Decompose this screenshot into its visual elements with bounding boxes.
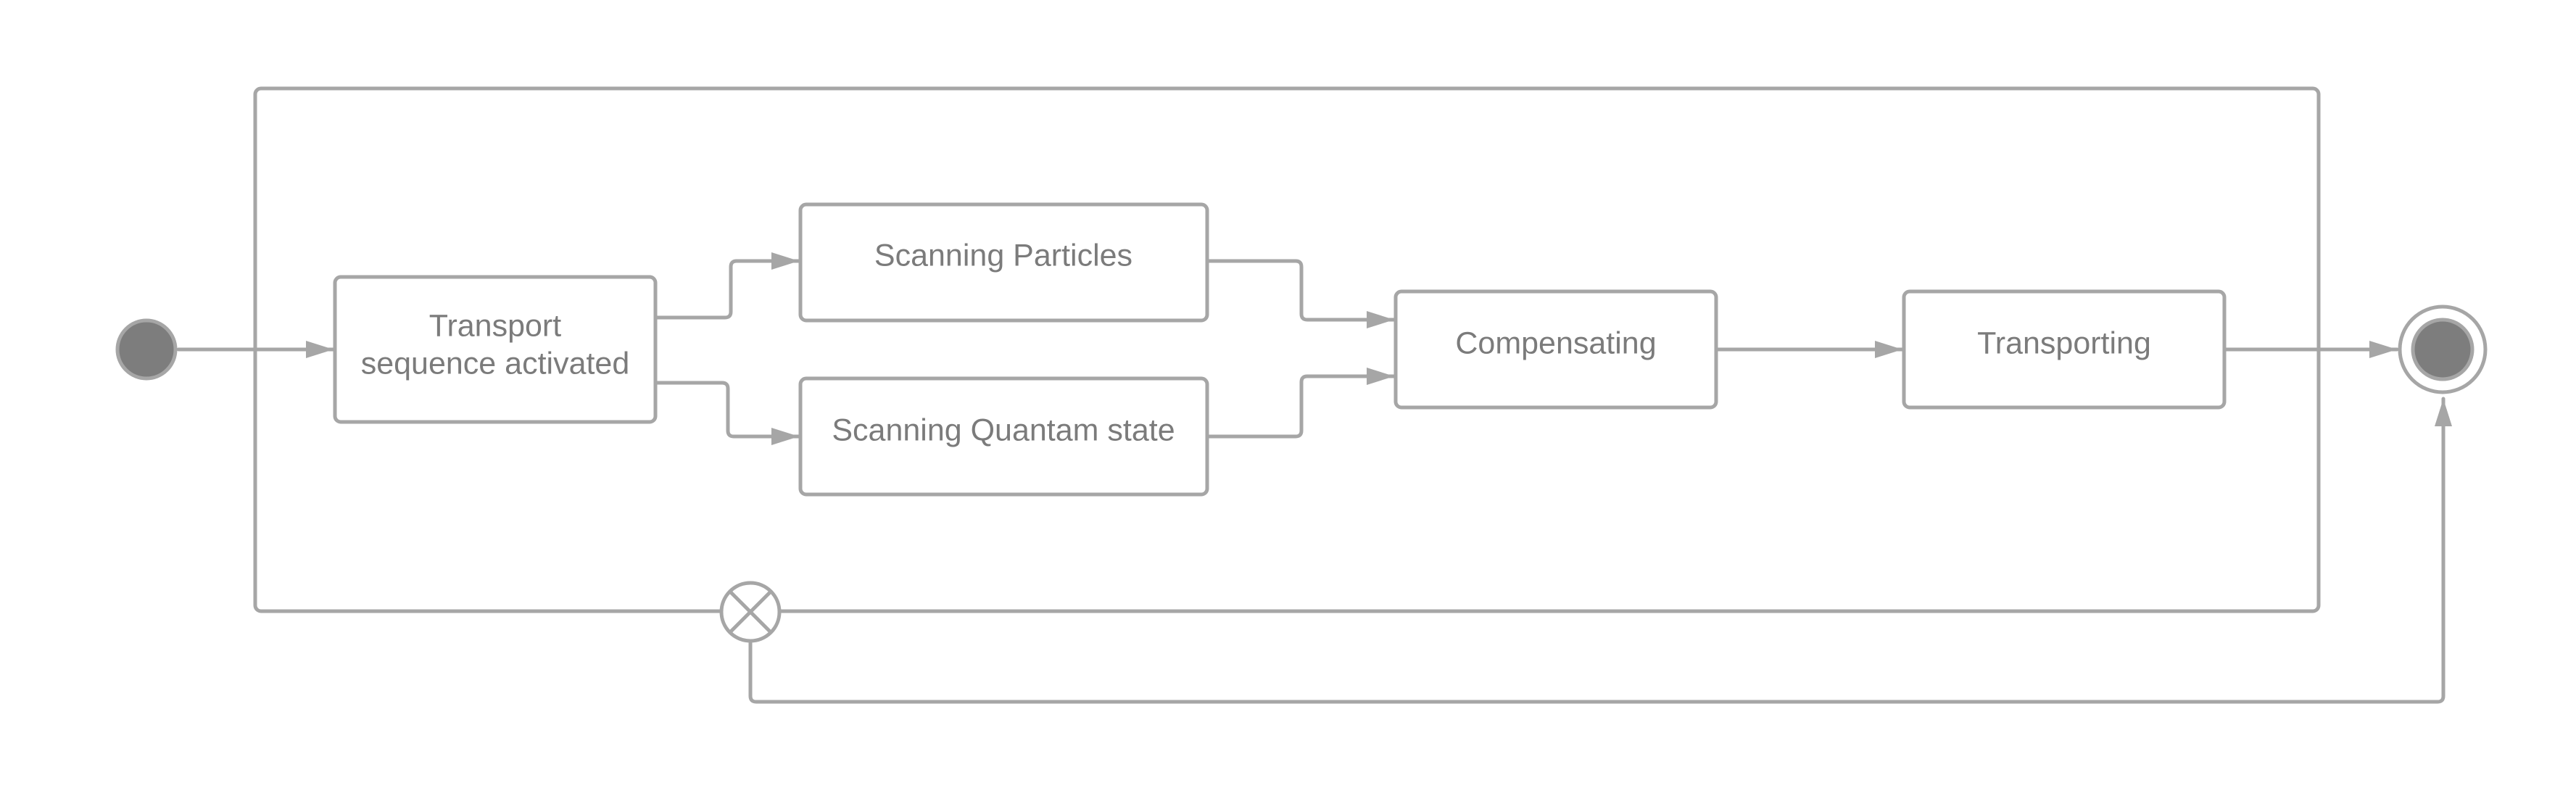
edge-quantam-to-compensating	[1205, 368, 1396, 439]
node-transport-sequence-activated: Transport sequence activated	[333, 275, 658, 424]
edge-particles-to-compensating	[1205, 259, 1396, 328]
edge-transport-to-particles	[654, 252, 801, 320]
edge-interrupt-to-final	[748, 397, 2452, 704]
edge-transport-to-quantam	[654, 381, 801, 445]
node-label-compensating: Compensating	[1455, 326, 1656, 360]
final-node-icon	[2398, 304, 2488, 394]
initial-node-icon	[115, 318, 178, 381]
node-label-scanning-quantam-state: Scanning Quantam state	[832, 413, 1175, 447]
node-label-transporting: Transporting	[1977, 326, 2151, 360]
node-label-scanning-particles: Scanning Particles	[874, 238, 1132, 273]
node-transporting: Transporting	[1902, 289, 2227, 410]
node-scanning-quantam-state: Scanning Quantam state	[798, 376, 1209, 497]
node-label-transport-line-2: sequence activated	[361, 346, 630, 381]
connectors	[176, 252, 2452, 704]
node-compensating: Compensating	[1393, 289, 1718, 410]
flow-final-x-icon	[719, 581, 782, 643]
node-label-transport-line-1: Transport	[429, 308, 561, 343]
node-scanning-particles: Scanning Particles	[798, 202, 1209, 323]
